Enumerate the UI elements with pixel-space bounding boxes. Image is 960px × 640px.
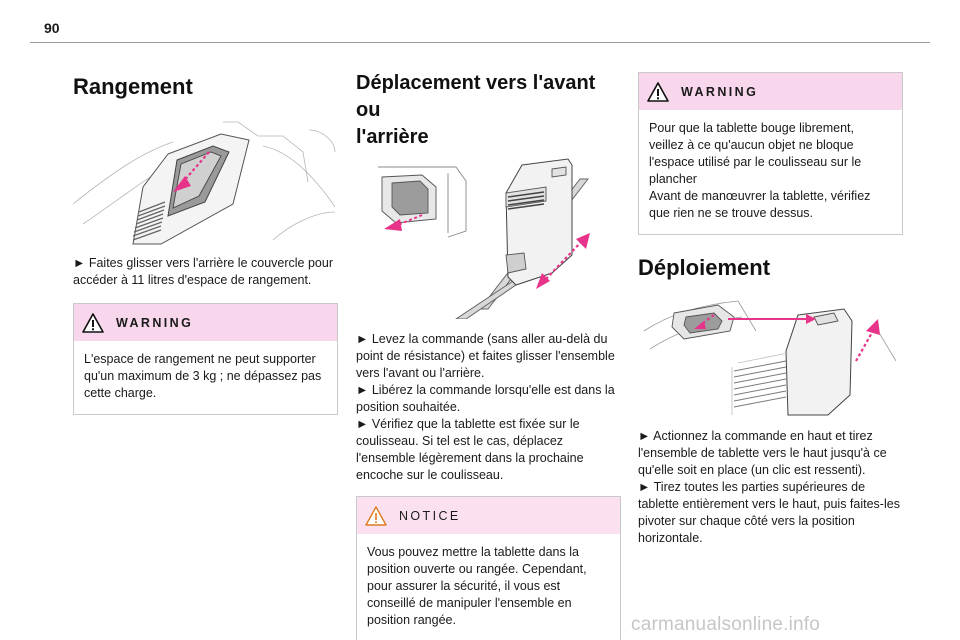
heading-line-1: Déplacement vers l'avant ou [356, 72, 596, 121]
notice-triangle-icon [365, 505, 387, 526]
instruction-paragraph: ► Libérez la commande lorsqu'elle est da… [356, 383, 615, 414]
warning-text: Avant de manœuvrer la tablette, vérifiez… [649, 189, 871, 220]
deploy-instructions: ► Actionnez la commande en haut et tirez… [638, 428, 903, 547]
warning-box-header: WARNING [74, 304, 337, 341]
storage-instructions: ► Faites glisser vers l'arrière le couve… [73, 255, 338, 289]
instruction-paragraph: ► Faites glisser vers l'arrière le couve… [73, 256, 333, 287]
warning-text: Pour que la tablette bouge librement, ve… [649, 121, 862, 186]
warning-box-body: L'espace de rangement ne peut supporter … [74, 341, 337, 414]
storage-compartment-illustration [73, 121, 336, 245]
warning-triangle-icon [82, 312, 104, 333]
warning-triangle-icon [647, 81, 669, 102]
page-number: 90 [44, 20, 60, 36]
instruction-paragraph: ► Actionnez la commande en haut et tirez… [638, 429, 887, 477]
instruction-paragraph: ► Vérifiez que la tablette est fixée sur… [356, 417, 584, 482]
notice-box-body: Vous pouvez mettre la tablette dans la p… [357, 534, 620, 640]
notice-text: Vous pouvez mettre la tablette dans la p… [367, 545, 587, 627]
notice-box-header: NOTICE [357, 497, 620, 534]
warning-box-body: Pour que la tablette bouge librement, ve… [639, 110, 902, 234]
warning-title: WARNING [681, 84, 759, 99]
section-heading-deploy: Déploiement [638, 255, 771, 280]
warning-box-header: WARNING [639, 73, 902, 110]
warning-box-slide: WARNING Pour que la tablette bouge libre… [638, 72, 903, 235]
sliding-instructions: ► Levez la commande (sans aller au-delà … [356, 331, 621, 484]
tablet-deploy-illustration [643, 300, 897, 416]
watermark: carmanualsonline.info [631, 614, 821, 635]
section-heading-sliding: Déplacement vers l'avant ou l'arrière [356, 70, 621, 151]
instruction-paragraph: ► Tirez toutes les parties supérieures d… [638, 480, 900, 545]
header-rule [30, 42, 930, 43]
heading-line-2: l'arrière [356, 126, 429, 148]
column-storage: Rangement ► Faites glisser ve [73, 70, 338, 415]
column-sliding: Déplacement vers l'avant ou l'arrière [356, 70, 621, 640]
warning-title: WARNING [116, 315, 194, 330]
section-heading-storage: Rangement [73, 74, 193, 99]
notice-box-sliding: NOTICE Vous pouvez mettre la tablette da… [356, 496, 621, 640]
notice-title: NOTICE [399, 508, 461, 523]
instruction-paragraph: ► Levez la commande (sans aller au-delà … [356, 332, 615, 380]
tablet-slide-illustration [378, 158, 590, 319]
column-deploy: WARNING Pour que la tablette bouge libre… [638, 70, 903, 547]
warning-box-load: WARNING L'espace de rangement ne peut su… [73, 303, 338, 415]
warning-text: L'espace de rangement ne peut supporter … [84, 352, 322, 400]
